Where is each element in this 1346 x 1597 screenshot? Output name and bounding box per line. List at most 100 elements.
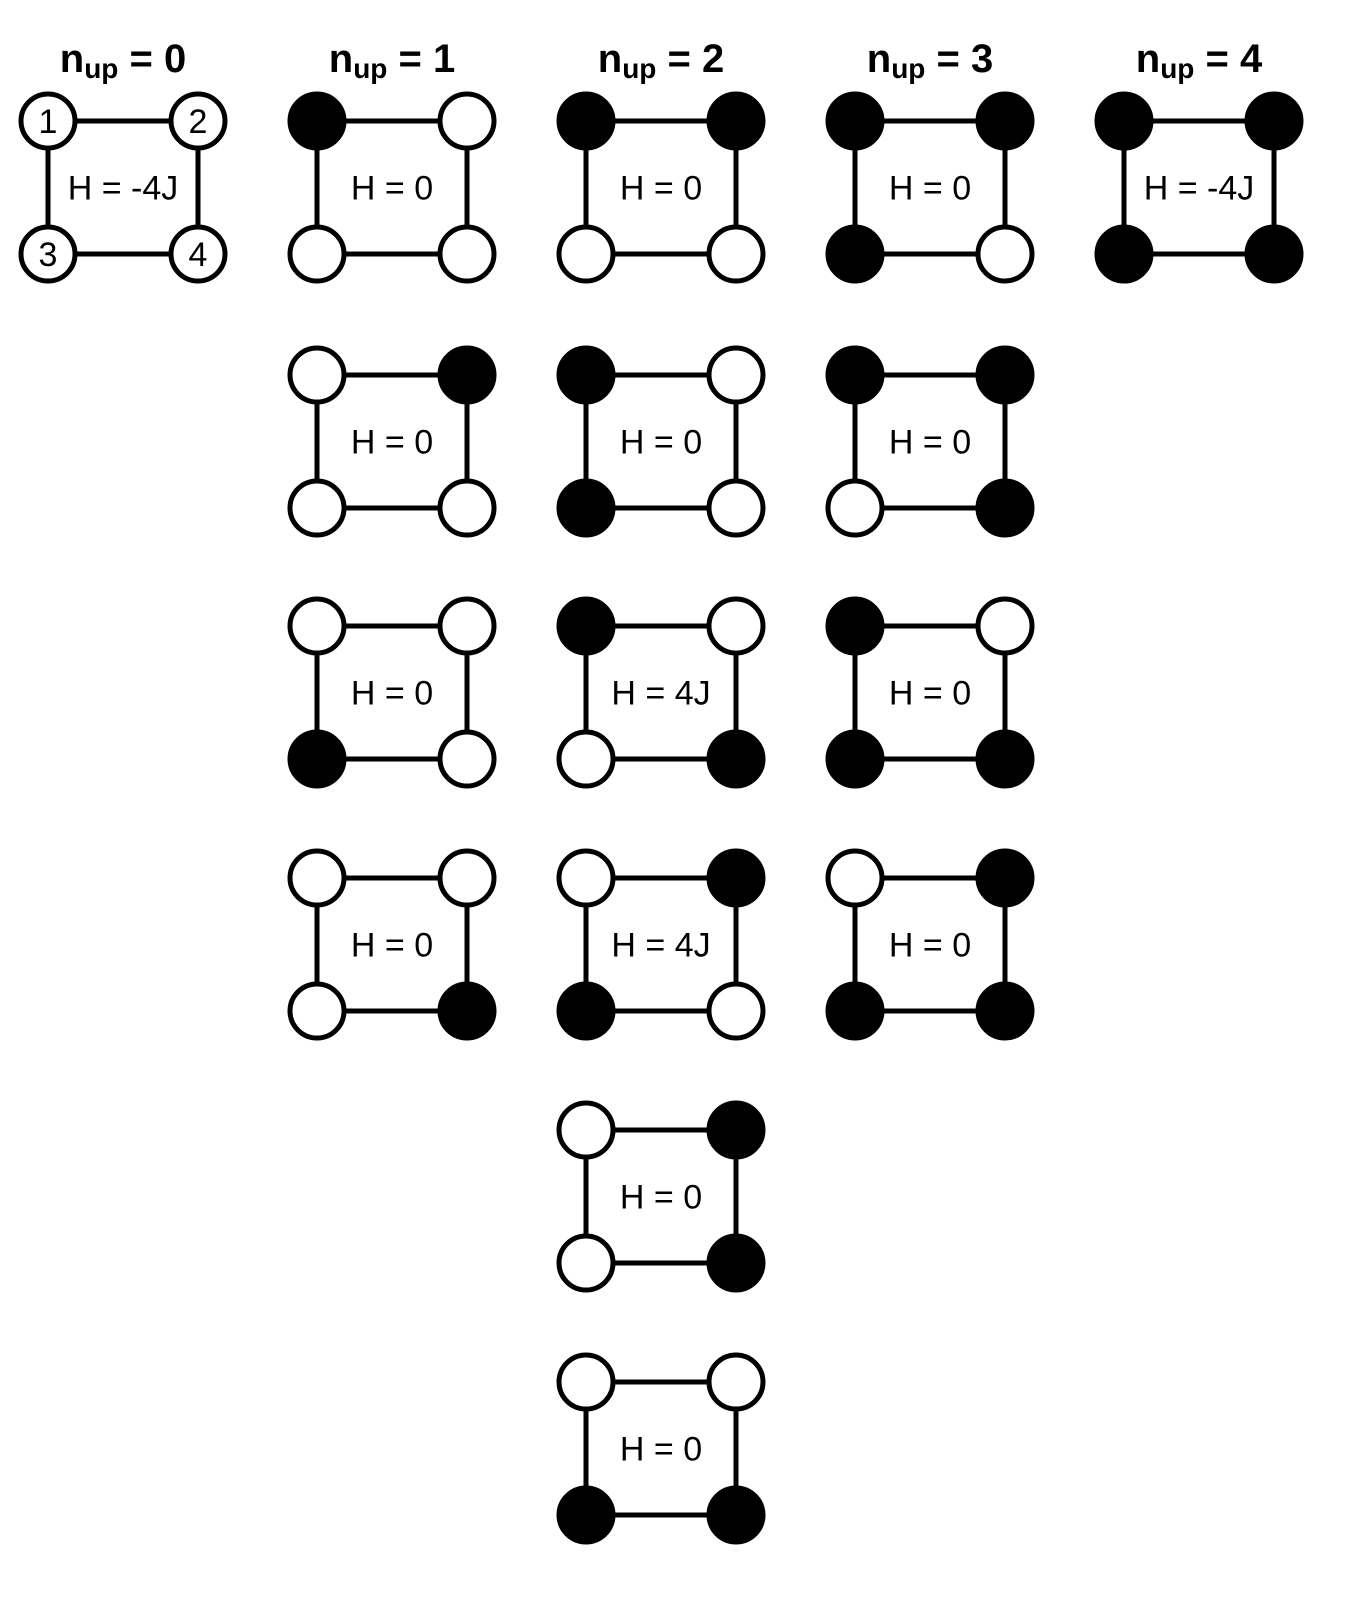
spin-up-site: [975, 478, 1035, 538]
spin-down-site: [287, 478, 347, 538]
spin-configuration: H = 0: [825, 345, 1035, 538]
spin-up-site: [975, 981, 1035, 1041]
column-title: nup = 3: [867, 37, 994, 84]
spin-up-site: [556, 478, 616, 538]
site-number-label: 1: [39, 103, 58, 141]
spin-up-site: [706, 1233, 766, 1293]
title-rest: = 0: [118, 37, 186, 81]
title-main: n: [867, 37, 891, 81]
spin-up-site: [437, 345, 497, 405]
spin-down-site: [168, 224, 228, 284]
spin-up-site: [825, 345, 885, 405]
site-number-label: 3: [39, 236, 58, 274]
spin-up-site: [975, 848, 1035, 908]
spin-up-site: [1094, 224, 1154, 284]
spin-up-site: [706, 848, 766, 908]
spin-down-site: [437, 848, 497, 908]
energy-label: H = 0: [889, 424, 971, 462]
spin-up-site: [706, 1485, 766, 1545]
spin-down-site: [706, 981, 766, 1041]
spin-down-site: [556, 224, 616, 284]
spin-down-site: [437, 478, 497, 538]
title-main: n: [60, 37, 84, 81]
energy-label: H = 0: [620, 170, 702, 208]
spin-down-site: [437, 729, 497, 789]
energy-label: H = 0: [620, 1431, 702, 1469]
site-number-label: 4: [189, 236, 208, 274]
title-rest: = 1: [387, 37, 455, 81]
energy-label: H = -4J: [1144, 170, 1255, 208]
spin-up-site: [556, 1485, 616, 1545]
spin-down-site: [437, 224, 497, 284]
spin-down-site: [975, 596, 1035, 656]
spin-down-site: [168, 91, 228, 151]
energy-label: H = 0: [620, 1179, 702, 1217]
spin-down-site: [556, 1100, 616, 1160]
spin-down-site: [706, 345, 766, 405]
spin-configuration: H = 0: [556, 91, 766, 284]
spin-up-site: [706, 1100, 766, 1160]
spin-up-site: [1094, 91, 1154, 151]
spin-configuration: H = 0: [825, 848, 1035, 1041]
spin-down-site: [706, 596, 766, 656]
spin-up-site: [975, 91, 1035, 151]
spin-up-site: [1244, 91, 1304, 151]
column-title: nup = 0: [60, 37, 187, 84]
spin-configuration: H = 4J: [556, 848, 766, 1041]
spin-configuration: H = 0: [287, 848, 497, 1041]
spin-up-site: [287, 729, 347, 789]
spin-up-site: [975, 345, 1035, 405]
spin-configuration: H = 0: [287, 345, 497, 538]
column-title: nup = 2: [598, 37, 725, 84]
energy-label: H = 4J: [611, 675, 710, 713]
title-rest: = 4: [1194, 37, 1263, 81]
title-main: n: [598, 37, 622, 81]
spin-up-site: [287, 91, 347, 151]
energy-label: H = 0: [889, 170, 971, 208]
spin-down-site: [556, 729, 616, 789]
spin-up-site: [825, 91, 885, 151]
energy-label: H = 0: [351, 675, 433, 713]
energy-label: H = 4J: [611, 927, 710, 965]
title-main: n: [329, 37, 353, 81]
spin-configuration: H = 0: [825, 596, 1035, 789]
spin-configuration: H = 0: [556, 1100, 766, 1293]
spin-down-site: [437, 596, 497, 656]
spin-configuration: H = 0: [287, 596, 497, 789]
spin-down-site: [287, 224, 347, 284]
spin-down-site: [437, 91, 497, 151]
energy-label: H = 0: [620, 424, 702, 462]
spin-down-site: [825, 478, 885, 538]
spin-down-site: [287, 848, 347, 908]
spin-configuration: H = 0: [556, 345, 766, 538]
spin-configuration: H = 0: [825, 91, 1035, 284]
title-subscript: up: [84, 53, 118, 84]
energy-label: H = 0: [351, 927, 433, 965]
spin-up-site: [556, 981, 616, 1041]
spin-down-site: [287, 596, 347, 656]
column-title: nup = 4: [1136, 37, 1263, 84]
spin-down-site: [706, 1352, 766, 1412]
spin-down-site: [556, 848, 616, 908]
spin-down-site: [825, 848, 885, 908]
spin-down-site: [287, 981, 347, 1041]
spin-up-site: [556, 596, 616, 656]
site-number-label: 2: [189, 103, 208, 141]
spin-up-site: [706, 91, 766, 151]
title-main: n: [1136, 37, 1160, 81]
energy-label: H = 0: [889, 675, 971, 713]
spin-down-site: [706, 224, 766, 284]
energy-label: H = 0: [351, 424, 433, 462]
title-subscript: up: [353, 53, 387, 84]
spin-up-site: [825, 596, 885, 656]
spin-down-site: [706, 478, 766, 538]
spin-up-site: [706, 729, 766, 789]
spin-down-site: [18, 91, 78, 151]
spin-up-site: [437, 981, 497, 1041]
spin-configuration: H = 0: [287, 91, 497, 284]
title-subscript: up: [891, 53, 925, 84]
title-rest: = 2: [656, 37, 724, 81]
spin-down-site: [556, 1233, 616, 1293]
